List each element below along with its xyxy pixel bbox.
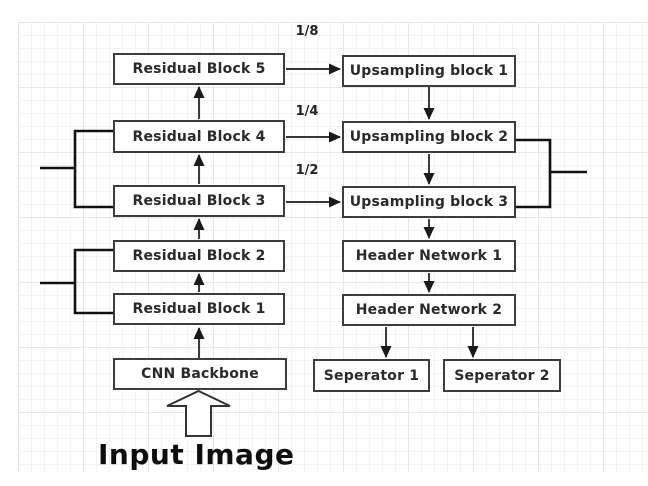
residual-block-5-node[interactable]: Residual Block 5	[113, 53, 285, 85]
seperator-2-label: Seperator 2	[454, 367, 550, 384]
residual-block-4-node[interactable]: Residual Block 4	[113, 120, 285, 153]
left-brackets	[40, 129, 114, 315]
upsampling-block-2-node[interactable]: Upsampling block 2	[342, 121, 516, 153]
upsampling-block-1-label: Upsampling block 1	[349, 63, 509, 79]
residual-block-1-label: Residual Block 1	[132, 301, 266, 317]
upsampling-block-3-node[interactable]: Upsampling block 3	[342, 186, 516, 218]
decoder-chain-down-arrows	[380, 87, 479, 358]
input-image-block-arrow	[166, 389, 231, 437]
residual-block-3-label: Residual Block 3	[132, 193, 266, 209]
residual-block-5-label: Residual Block 5	[132, 61, 266, 77]
right-bracket	[515, 138, 587, 209]
cnn-backbone-label: CNN Backbone	[141, 366, 259, 382]
bracket-upsampling2-upsampling3	[515, 138, 552, 209]
bracket-residual4-residual3	[73, 129, 114, 209]
residual-block-4-label: Residual Block 4	[132, 128, 266, 145]
upsampling-block-1-node[interactable]: Upsampling block 1	[342, 55, 516, 87]
scale-label-1-2: 1/2	[295, 163, 319, 178]
bracket-residual2-residual1	[73, 248, 114, 315]
cnn-backbone-node[interactable]: CNN Backbone	[113, 358, 287, 390]
residual-block-2-node[interactable]: Residual Block 2	[113, 240, 285, 272]
seperator-1-label: Seperator 1	[323, 367, 420, 384]
scale-label-1-8: 1/8	[295, 24, 319, 39]
header-network-2-label: Header Network 2	[355, 302, 503, 318]
residual-block-3-node[interactable]: Residual Block 3	[113, 185, 285, 217]
upsampling-block-2-label: Upsampling block 2	[349, 129, 509, 145]
header-network-1-label: Header Network 1	[355, 248, 503, 264]
seperator-1-node[interactable]: Seperator 1	[313, 359, 430, 392]
upsampling-block-3-label: Upsampling block 3	[349, 194, 509, 210]
header-network-1-node[interactable]: Header Network 1	[342, 240, 516, 272]
scale-label-1-4: 1/4	[295, 104, 319, 119]
seperator-2-node[interactable]: Seperator 2	[443, 359, 561, 392]
residual-block-1-node[interactable]: Residual Block 1	[113, 293, 285, 325]
header-network-2-node[interactable]: Header Network 2	[342, 294, 516, 326]
lateral-arrows	[286, 63, 341, 208]
input-image-label: Input Image	[98, 438, 295, 471]
residual-block-2-label: Residual Block 2	[132, 248, 266, 264]
